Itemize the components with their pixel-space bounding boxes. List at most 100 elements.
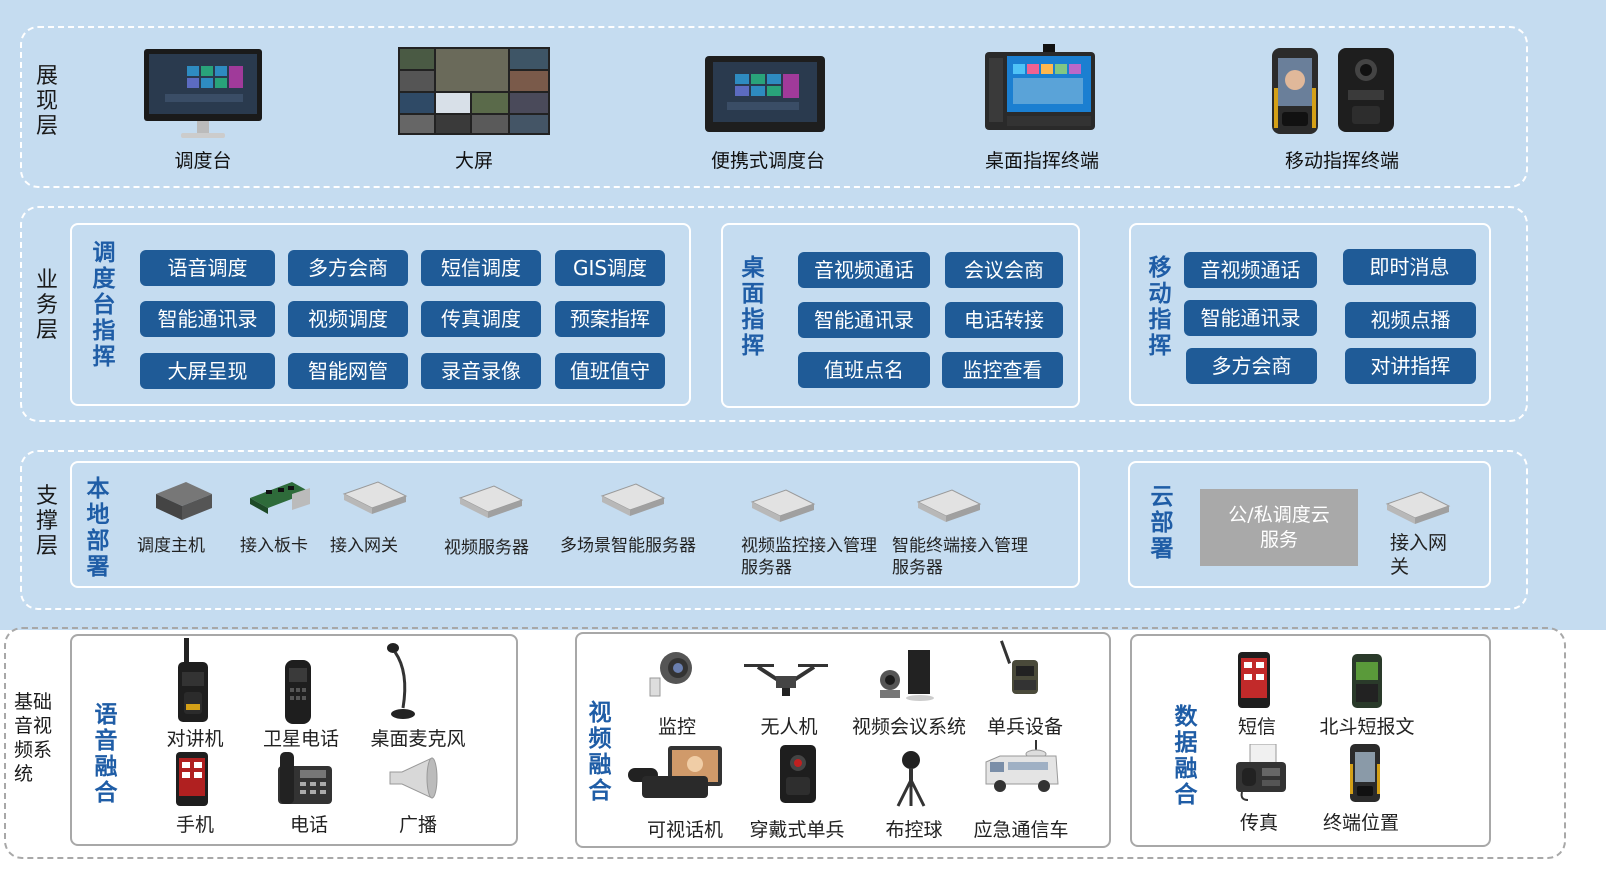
business-layer-label: 业务层: [35, 268, 58, 343]
support-layer-label: 支撑层: [35, 484, 58, 559]
loudspeaker-icon: [386, 756, 440, 804]
sms-phone-icon: [1238, 652, 1270, 712]
btn-sms-dispatch[interactable]: 短信调度: [421, 250, 541, 286]
btn-desk-roll-call[interactable]: 值班点名: [798, 352, 930, 388]
desk-telephone-icon: [278, 752, 332, 808]
local-item-access-gateway: 接入网关: [330, 536, 398, 556]
data-item-sms: 短信: [1237, 716, 1276, 738]
video-item-soldier-device: 单兵设备: [986, 716, 1063, 738]
cloud-gateway-label: 接入网关: [1390, 532, 1448, 578]
btn-multi-consult[interactable]: 多方会商: [288, 250, 408, 286]
local-item-multi-scene-server: 多场景智能服务器: [560, 536, 696, 556]
btn-mobile-smart-contacts[interactable]: 智能通讯录: [1184, 300, 1317, 336]
device-label-big-screen: 大屏: [454, 150, 493, 172]
soldier-device-icon: [1000, 640, 1048, 708]
dispatch-command-panel: [70, 223, 691, 406]
tablet-icon: [705, 56, 825, 136]
btn-video-dispatch[interactable]: 视频调度: [288, 301, 408, 337]
btn-desk-smart-contacts[interactable]: 智能通讯录: [798, 302, 930, 338]
mobile-command-panel: [1129, 223, 1491, 406]
voice-item-mobile-phone: 手机: [175, 814, 214, 836]
video-item-deployable-dome: 布控球: [885, 819, 943, 841]
location-terminal-icon: [1350, 744, 1380, 806]
btn-desk-conference[interactable]: 会议会商: [945, 252, 1063, 288]
local-item-video-monitor-mgmt-server: 视频监控接入管理服务器: [741, 536, 877, 578]
video-item-body-camera: 穿戴式单兵: [749, 819, 845, 841]
emergency-vehicle-icon: [982, 740, 1062, 800]
desk-phone-terminal-icon: [985, 44, 1095, 134]
local-item-dispatch-host: 调度主机: [137, 536, 205, 556]
desk-microphone-icon: [385, 642, 419, 724]
btn-plan-command[interactable]: 预案指挥: [555, 301, 665, 337]
base-av-system: [4, 627, 1566, 859]
cloud-service-box: 公/私调度云服务: [1200, 489, 1358, 566]
btn-mobile-av-call[interactable]: 音视频通话: [1184, 252, 1317, 288]
local-item-smart-terminal-mgmt-server: 智能终端接入管理服务器: [892, 536, 1028, 578]
btn-desk-call-transfer[interactable]: 电话转接: [945, 302, 1063, 338]
satellite-phone-icon: [283, 660, 313, 728]
presentation-layer-label: 展现层: [35, 64, 58, 139]
voice-item-broadcast: 广播: [398, 814, 437, 836]
desktop-command-title: 桌面指挥: [741, 255, 765, 359]
btn-mobile-video-on-demand[interactable]: 视频点播: [1345, 302, 1476, 338]
business-layer: [20, 206, 1528, 422]
mobile-phone-icon: [176, 752, 208, 810]
fax-machine-icon: [1234, 743, 1288, 806]
cloud-service-label: 公/私调度云服务: [1228, 504, 1330, 551]
dispatch-host-icon: [152, 478, 214, 526]
btn-record-audio-video[interactable]: 录音录像: [421, 353, 541, 389]
voice-item-desk-microphone: 桌面麦克风: [370, 728, 466, 750]
btn-smart-netmgmt[interactable]: 智能网管: [288, 353, 408, 389]
btn-mobile-instant-msg[interactable]: 即时消息: [1343, 249, 1476, 285]
video-item-drone: 无人机: [760, 716, 818, 738]
data-fusion-title: 数据融合: [1174, 704, 1198, 808]
cloud-deploy-panel: [1128, 461, 1491, 588]
cloud-deploy-title: 云部署: [1150, 484, 1174, 562]
device-label-desktop-terminal: 桌面指挥终端: [984, 150, 1099, 172]
local-item-access-card: 接入板卡: [240, 536, 308, 556]
presentation-layer: [20, 26, 1528, 188]
video-item-conference-system: 视频会议系统: [851, 716, 966, 738]
data-item-beidou-sms: 北斗短报文: [1319, 716, 1415, 738]
smart-terminal-mgmt-server-icon: [916, 486, 982, 530]
rugged-phone-icon: [1272, 48, 1400, 138]
btn-gis-dispatch[interactable]: GIS调度: [555, 250, 665, 286]
base-av-system-label: 基础音视频系统: [14, 691, 53, 785]
video-phone-icon: [628, 746, 724, 804]
video-monitor-mgmt-server-icon: [750, 486, 816, 530]
btn-big-screen-display[interactable]: 大屏呈现: [140, 353, 275, 389]
access-gateway-icon: [342, 478, 408, 522]
deployable-dome-icon: [894, 750, 928, 812]
device-label-mobile-terminal: 移动指挥终端: [1284, 150, 1399, 172]
btn-desk-monitor-view[interactable]: 监控查看: [942, 352, 1063, 388]
desktop-command-panel: [721, 223, 1080, 408]
voice-item-satellite-phone: 卫星电话: [262, 728, 339, 750]
cloud-gateway-icon: [1385, 488, 1451, 532]
voice-item-walkie-talkie: 对讲机: [166, 728, 224, 750]
video-item-video-phone: 可视话机: [646, 819, 723, 841]
local-item-video-server: 视频服务器: [444, 538, 529, 558]
btn-smart-contacts[interactable]: 智能通讯录: [140, 301, 275, 337]
surveillance-camera-icon: [646, 648, 698, 704]
monitor-icon: [143, 48, 263, 144]
btn-mobile-ptt-command[interactable]: 对讲指挥: [1345, 348, 1476, 384]
btn-desk-av-call[interactable]: 音视频通话: [798, 252, 930, 288]
btn-voice-dispatch[interactable]: 语音调度: [140, 250, 275, 286]
video-server-icon: [458, 482, 524, 526]
walkie-talkie-icon: [176, 638, 210, 728]
body-camera-icon: [778, 745, 818, 807]
btn-fax-dispatch[interactable]: 传真调度: [421, 301, 541, 337]
device-label-portable-console: 便携式调度台: [710, 150, 825, 172]
video-item-emergency-vehicle: 应急通信车: [973, 819, 1069, 841]
multi-scene-server-icon: [600, 480, 666, 524]
voice-item-telephone: 电话: [289, 814, 328, 836]
btn-duty-watch[interactable]: 值班值守: [555, 353, 665, 389]
support-layer: [20, 450, 1528, 610]
data-item-terminal-location: 终端位置: [1322, 812, 1399, 834]
btn-mobile-multi-consult[interactable]: 多方会商: [1186, 348, 1317, 384]
data-item-fax: 传真: [1239, 812, 1278, 834]
video-fusion-title: 视频融合: [588, 700, 612, 804]
local-deploy-title: 本地部署: [86, 476, 110, 580]
drone-icon: [744, 658, 828, 706]
local-deploy-panel: [70, 461, 1080, 588]
